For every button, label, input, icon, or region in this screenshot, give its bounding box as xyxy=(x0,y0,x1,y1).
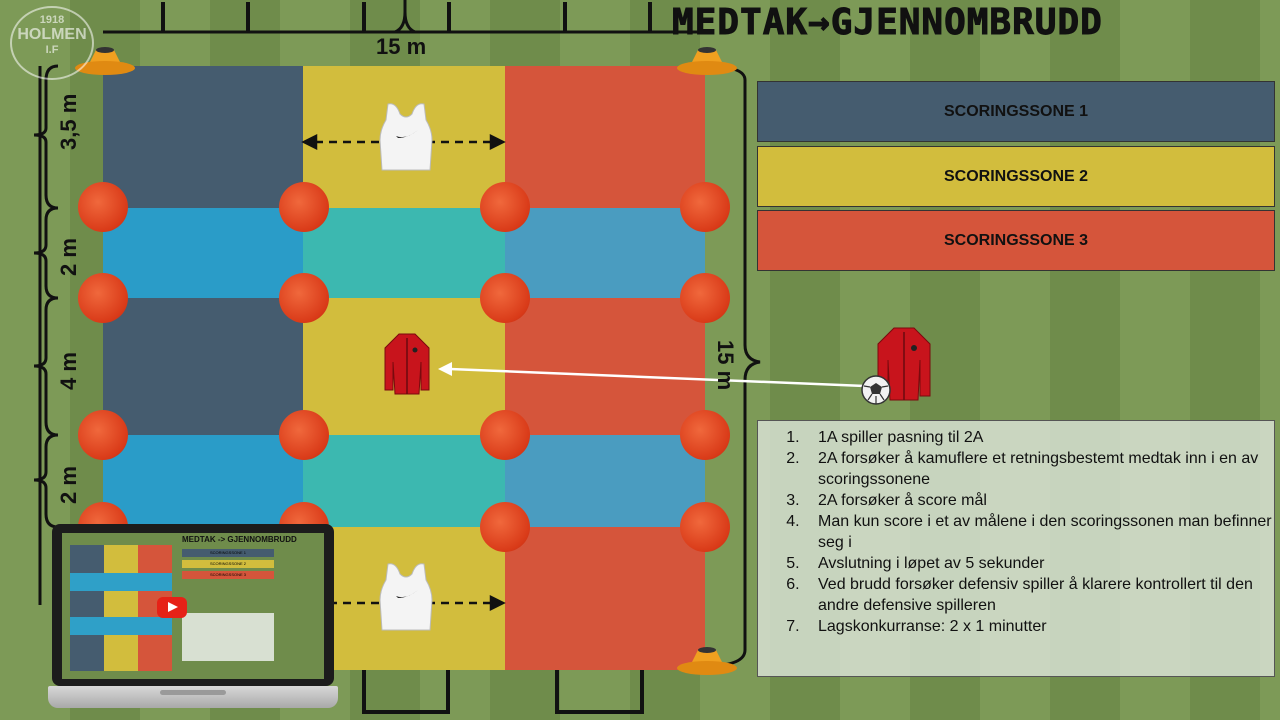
mini-legend-3: SCORINGSSONE 3 xyxy=(182,571,274,579)
row-label-1: 3,5 m xyxy=(56,93,81,150)
marker xyxy=(680,182,730,232)
marker xyxy=(78,410,128,460)
instruction-item: Avslutning i løpet av 5 sekunder xyxy=(804,553,1274,574)
laptop[interactable]: MEDTAK -> GJENNOMBRUDD SCORINGSSONE 1 SC… xyxy=(48,524,338,719)
white-bib-top-icon xyxy=(379,103,433,171)
laptop-screen: MEDTAK -> GJENNOMBRUDD SCORINGSSONE 1 SC… xyxy=(52,524,334,686)
band-lower-right xyxy=(505,435,705,527)
red-player-center-icon xyxy=(384,333,430,395)
laptop-base xyxy=(48,686,338,708)
legend-zone-3-label: SCORINGSSONE 3 xyxy=(943,231,1089,249)
row-label-3: 4 m xyxy=(56,352,81,390)
youtube-play-icon[interactable] xyxy=(157,597,187,618)
pass-arrow xyxy=(438,362,866,388)
logo-name: HOLMEN xyxy=(17,26,87,43)
legend-zone-2-label: SCORINGSSONE 2 xyxy=(943,167,1089,185)
right-height-label: 15 m xyxy=(713,340,738,391)
white-bib-bottom-icon xyxy=(379,563,433,631)
instructions-list: 1A spiller pasning til 2A 2A forsøker å … xyxy=(758,427,1274,637)
instruction-item: Lagskonkurranse: 2 x 1 minutter xyxy=(804,616,1274,637)
mini-legend-2: SCORINGSSONE 2 xyxy=(182,560,274,568)
legend-zone-2: SCORINGSSONE 2 xyxy=(757,146,1275,207)
top-width-label: 15 m xyxy=(376,34,427,59)
cone-top-left xyxy=(75,47,135,75)
band-upper-left xyxy=(103,208,303,298)
legend-zone-1-label: SCORINGSSONE 1 xyxy=(943,102,1089,120)
logo-year: 1918 xyxy=(39,14,65,26)
marker xyxy=(680,410,730,460)
soccer-ball-icon xyxy=(861,375,891,405)
band-lower-mid xyxy=(303,435,505,527)
marker xyxy=(480,502,530,552)
marker xyxy=(78,182,128,232)
cone-top-right xyxy=(677,47,737,75)
instruction-item: Man kun score i et av målene i den scori… xyxy=(804,511,1274,553)
row-label-2: 2 m xyxy=(56,238,81,276)
marker xyxy=(279,182,329,232)
instruction-item: 1A spiller pasning til 2A xyxy=(804,427,1274,448)
page-title: MEDTAK→GJENNOMBRUDD xyxy=(672,2,1103,44)
video-preview[interactable]: MEDTAK -> GJENNOMBRUDD SCORINGSSONE 1 SC… xyxy=(62,533,324,679)
instruction-item: Ved brudd forsøker defensiv spiller å kl… xyxy=(804,574,1274,616)
marker xyxy=(680,502,730,552)
marker xyxy=(279,273,329,323)
zone3-column xyxy=(505,66,705,670)
instruction-item: 2A forsøker å kamuflere et retningsbeste… xyxy=(804,448,1274,490)
marker xyxy=(279,410,329,460)
legend-zone-1: SCORINGSSONE 1 xyxy=(757,81,1275,142)
band-upper-right xyxy=(505,208,705,298)
marker xyxy=(480,182,530,232)
club-logo: 1918 HOLMEN I.F xyxy=(10,6,94,80)
mini-title: MEDTAK -> GJENNOMBRUDD xyxy=(182,535,297,544)
instruction-item: 2A forsøker å score mål xyxy=(804,490,1274,511)
band-lower-left xyxy=(103,435,303,527)
row-label-4: 2 m xyxy=(56,466,81,504)
cone-bottom-right xyxy=(677,647,737,675)
legend-zone-3: SCORINGSSONE 3 xyxy=(757,210,1275,271)
red-player-passer-icon xyxy=(877,327,931,401)
instructions-box: 1A spiller pasning til 2A 2A forsøker å … xyxy=(757,420,1275,677)
marker xyxy=(480,273,530,323)
band-upper-mid xyxy=(303,208,505,298)
marker xyxy=(78,273,128,323)
marker xyxy=(680,273,730,323)
marker xyxy=(480,410,530,460)
mini-legend-1: SCORINGSSONE 1 xyxy=(182,549,274,557)
logo-letters: I.F xyxy=(45,44,59,56)
